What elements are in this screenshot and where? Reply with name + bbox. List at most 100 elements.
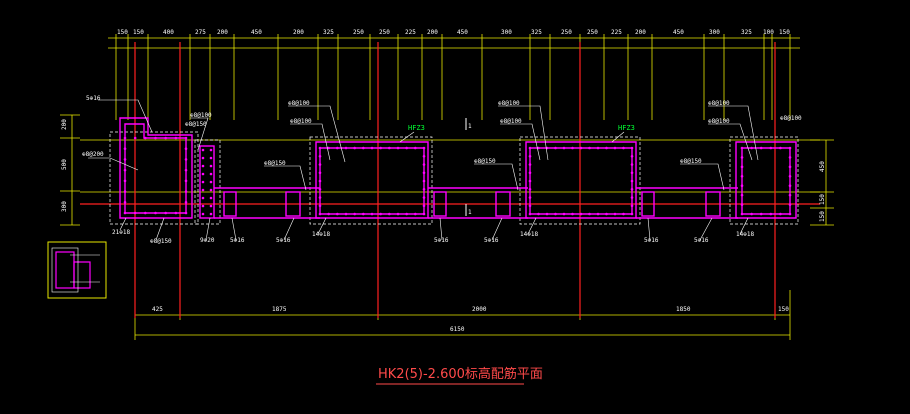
rebar-dot bbox=[554, 212, 557, 216]
callout-18: 5⊕16 bbox=[230, 237, 245, 244]
rebar-dot bbox=[596, 146, 600, 150]
rebar-dot bbox=[571, 146, 574, 150]
rebar-dot bbox=[370, 146, 374, 150]
rebar-dot bbox=[528, 187, 532, 191]
callout-26: 14⊕18 bbox=[736, 231, 754, 238]
rebar-dot bbox=[422, 196, 426, 199]
rebar-dot bbox=[209, 172, 213, 176]
axis-lines bbox=[80, 42, 820, 318]
rebar-dot bbox=[588, 212, 591, 216]
callout-19: 5⊕16 bbox=[276, 237, 291, 244]
rebar-dot bbox=[327, 212, 330, 216]
rebar-dot bbox=[554, 146, 557, 150]
top-dim-label: 325 bbox=[741, 29, 752, 36]
rebar-dot bbox=[588, 146, 591, 150]
callout-20: 14⊕18 bbox=[312, 231, 330, 238]
legend-detail bbox=[47, 241, 107, 299]
top-dim-label: 275 bbox=[195, 29, 206, 36]
rebar-dot bbox=[528, 212, 532, 216]
callout-25: 5⊕16 bbox=[694, 237, 709, 244]
rebar-dot bbox=[318, 163, 322, 166]
rebar-dot bbox=[133, 211, 137, 215]
rebar-dot bbox=[613, 212, 617, 216]
rebar-dot bbox=[123, 200, 127, 204]
rebar-dot bbox=[788, 165, 792, 169]
bottom-dim-3: 2000 bbox=[472, 306, 487, 313]
top-dim-label: 200 bbox=[635, 29, 646, 36]
top-dim-label: 200 bbox=[217, 29, 228, 36]
top-dim-label: 325 bbox=[323, 29, 334, 36]
rebar-dot bbox=[788, 193, 792, 197]
rebar-dot bbox=[184, 158, 188, 161]
rebar-dot bbox=[562, 212, 566, 216]
rebar-dot bbox=[318, 146, 322, 150]
top-dim-label: 300 bbox=[501, 29, 512, 36]
rebar-dot bbox=[422, 163, 426, 166]
wall-tag-2: HFZ3 bbox=[618, 124, 635, 132]
rebar-dot bbox=[630, 179, 634, 183]
rebar-dot bbox=[769, 212, 773, 216]
rebar-dot bbox=[740, 184, 744, 188]
rebar-dot bbox=[318, 179, 322, 183]
rebar-dot bbox=[528, 163, 532, 166]
rebar-dot bbox=[759, 212, 763, 216]
rebar-dot bbox=[788, 203, 792, 206]
left-dim-2: 500 bbox=[61, 159, 68, 170]
callout-3: ⊕8@150 bbox=[185, 121, 207, 128]
rebar-dot bbox=[209, 148, 213, 152]
rebar-dot bbox=[344, 146, 348, 150]
callout-6: ⊕8@100 bbox=[290, 118, 312, 125]
top-dim-label: 150 bbox=[779, 29, 790, 36]
rebar-dot bbox=[336, 212, 339, 216]
rebar-dot bbox=[422, 212, 426, 216]
rebar-dot bbox=[630, 146, 634, 150]
top-dim-label: 225 bbox=[611, 29, 622, 36]
rebar-dot bbox=[630, 196, 634, 199]
rebar-dot bbox=[318, 154, 322, 158]
rebar-dot bbox=[201, 196, 205, 200]
rebar-dot bbox=[133, 136, 137, 140]
dimension-lines bbox=[60, 34, 834, 340]
rebar-dot bbox=[318, 187, 322, 191]
rebar-dot bbox=[528, 179, 532, 183]
rebar-dot bbox=[370, 212, 374, 216]
rebar-dot bbox=[396, 146, 400, 150]
rebar-dot bbox=[630, 204, 634, 208]
right-dim-3: 150 bbox=[819, 211, 826, 222]
rebar-dot bbox=[379, 212, 382, 216]
rebar-dot bbox=[123, 179, 127, 183]
section-mark-1: 1 bbox=[468, 123, 472, 130]
rebar-dot bbox=[209, 196, 213, 200]
overall-dim: 6150 bbox=[450, 326, 465, 333]
rebar-dot bbox=[579, 146, 583, 150]
callout-21: 5⊕16 bbox=[434, 237, 449, 244]
callout-2: ⊕8@100 bbox=[190, 112, 212, 119]
rebar-dot bbox=[123, 211, 127, 215]
top-dim-label: 250 bbox=[587, 29, 598, 36]
rebar-dot bbox=[123, 190, 127, 193]
rebar-dot bbox=[154, 211, 157, 215]
rebar-dot bbox=[209, 180, 213, 184]
section-mark-2: 1 bbox=[468, 209, 472, 216]
top-dim-label: 150 bbox=[117, 29, 128, 36]
rebar-dot bbox=[123, 147, 127, 151]
rebar-dot bbox=[318, 204, 322, 208]
rebar-dot bbox=[788, 184, 792, 188]
callout-23: 14⊕18 bbox=[520, 231, 538, 238]
callout-11: ⊕8@150 bbox=[474, 158, 496, 165]
rebar-dot bbox=[201, 172, 205, 176]
rebar-dot bbox=[740, 165, 744, 169]
wall-outlines bbox=[109, 131, 799, 225]
rebar-dot bbox=[422, 179, 426, 183]
rebar-dot bbox=[353, 146, 356, 150]
rebar-dot bbox=[788, 156, 792, 159]
rebar-dot bbox=[630, 212, 634, 216]
rebar-dot bbox=[622, 212, 625, 216]
rebar-dot bbox=[630, 163, 634, 166]
rebar-dot bbox=[422, 187, 426, 191]
rebar-dot bbox=[209, 156, 213, 160]
rebar-dot bbox=[759, 146, 763, 150]
rebar-dot bbox=[201, 180, 205, 184]
